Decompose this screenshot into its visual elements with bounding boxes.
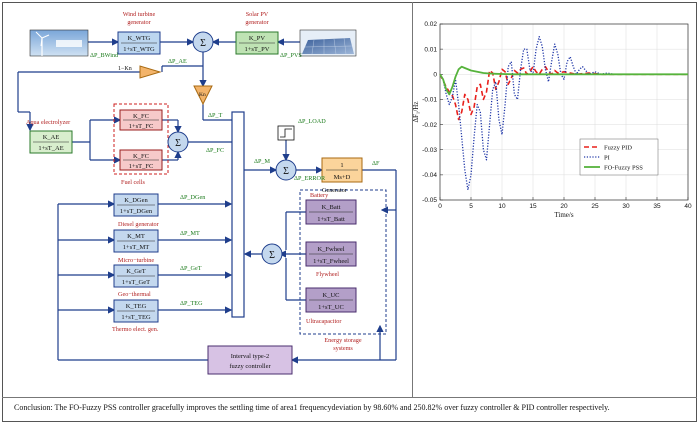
dp-pvs: ΔP_PVS bbox=[280, 52, 302, 59]
ae-block-den: 1+sT_AE bbox=[38, 145, 63, 152]
ess-group bbox=[299, 189, 387, 335]
controller-line2: fuzzy controller bbox=[229, 363, 271, 370]
deg-num: K_DGen bbox=[124, 197, 148, 204]
fuel-cells-group bbox=[113, 103, 169, 175]
fuzzy-controller-block: Interval type-2 fuzzy controller bbox=[207, 345, 293, 375]
panel-divider bbox=[412, 2, 413, 397]
dp-fc: ΔP_FC bbox=[206, 147, 224, 154]
fuel-cell-block-2: K_FC 1+sT_FC bbox=[119, 149, 163, 171]
diesel-label: Diesel generator bbox=[118, 221, 159, 228]
diesel-generator-block: K_DGen 1+sT_DGen bbox=[113, 193, 159, 217]
dp-error: ΔP_ERROR bbox=[294, 175, 326, 182]
mt-den: 1+sT_MT bbox=[123, 244, 149, 251]
dp-t: ΔP_T bbox=[208, 112, 223, 119]
dp-load: ΔP_LOAD bbox=[298, 118, 326, 125]
block-diagram: K_WTG 1+sT_WTG K_PV 1+sT_PV K_AE 1+sT_AE… bbox=[17, 11, 397, 375]
conclusion-text: Conclusion: The FO-Fuzzy PSS controller … bbox=[14, 403, 610, 412]
fc1-num: K_FC bbox=[133, 113, 149, 120]
micro-turbine-label: Micro−turbine bbox=[118, 257, 154, 264]
svg-text:Σ: Σ bbox=[200, 38, 206, 49]
wind-turbine-block: K_WTG 1+sT_WTG bbox=[117, 31, 161, 55]
fc2-num: K_FC bbox=[133, 153, 149, 160]
uc-den: 1+sT_UC bbox=[318, 304, 344, 311]
dp-get: ΔP_GeT bbox=[180, 265, 202, 272]
micro-turbine-block: K_MT 1+sT_MT bbox=[113, 229, 159, 253]
teg-den: 1+sT_TEG bbox=[121, 314, 151, 321]
wind-turbine-image bbox=[29, 29, 89, 57]
one-minus-kn-gain bbox=[139, 65, 162, 79]
solar-block-num: K_PV bbox=[249, 35, 266, 42]
generator-block: 1 Ms+D bbox=[321, 157, 363, 183]
sum-junction-error: Σ bbox=[275, 159, 297, 181]
solar-block-den: 1+sT_PV bbox=[245, 46, 270, 53]
wind-block-num: K_WTG bbox=[128, 35, 151, 42]
deg-den: 1+sT_DGen bbox=[120, 208, 153, 215]
solar-label-1: Solar PV bbox=[246, 11, 269, 18]
thermo-label: Thermo elect. gen. bbox=[112, 326, 159, 333]
solar-pv-image bbox=[299, 29, 357, 57]
uc-num: K_UC bbox=[323, 292, 340, 299]
dp-dgen: ΔP_DGen bbox=[180, 194, 205, 201]
fc2-den: 1+sT_FC bbox=[129, 163, 154, 170]
ae-block-num: K_AE bbox=[43, 134, 60, 141]
flywheel-label: Flywheel bbox=[316, 271, 339, 278]
generator-label: Generator bbox=[322, 187, 347, 194]
sum-junction-fuel-cells: Σ bbox=[167, 131, 189, 153]
solar-label-2: generator bbox=[245, 19, 268, 26]
ultracapacitor-label: Ultracapacitor bbox=[306, 318, 341, 325]
kn-gain bbox=[193, 85, 213, 106]
mt-num: K_MT bbox=[127, 233, 145, 240]
load-step-icon bbox=[277, 125, 295, 141]
one-minus-kn-text: 1−Kn bbox=[118, 66, 132, 72]
controller-line1: Interval type-2 bbox=[231, 353, 269, 360]
dp-bwind: ΔP_BWind bbox=[90, 52, 119, 59]
geo-thermal-block: K_GeT 1+sT_GeT bbox=[113, 264, 159, 288]
delta-f: ΔF bbox=[372, 160, 380, 167]
sum-junction-ess: Σ bbox=[261, 243, 283, 265]
fuel-cells-label: Fuel cells bbox=[121, 179, 145, 186]
battery-block: K_Batt 1+sT_Batt bbox=[305, 199, 357, 225]
wind-block-den: 1+sT_WTG bbox=[123, 46, 155, 53]
fly-num: K_Fwheel bbox=[317, 246, 344, 253]
conclusion-divider bbox=[2, 397, 697, 398]
batt-num: K_Batt bbox=[322, 204, 341, 211]
geo-num: K_GeT bbox=[126, 268, 146, 275]
ess-label-2: systems bbox=[333, 345, 353, 352]
geo-den: 1+sT_GeT bbox=[122, 279, 150, 286]
teg-num: K_TEG bbox=[126, 303, 147, 310]
dp-mt: ΔP_MT bbox=[180, 230, 200, 237]
wind-label-2: generator bbox=[127, 19, 150, 26]
fc1-den: 1+sT_FC bbox=[129, 123, 154, 130]
flywheel-block: K_Fwheel 1+sT_Fwheel bbox=[305, 241, 357, 267]
svg-text:Σ: Σ bbox=[269, 250, 275, 261]
thermo-electric-block: K_TEG 1+sT_TEG bbox=[113, 299, 159, 323]
wind-label-1: Wind turbine bbox=[123, 11, 156, 18]
ess-label-1: Energy storage bbox=[324, 337, 361, 344]
geo-thermal-label: Geo−thermal bbox=[118, 291, 151, 298]
batt-den: 1+sT_Batt bbox=[317, 216, 345, 223]
aqua-electrolyzer-block: K_AE 1+sT_AE bbox=[29, 130, 73, 154]
battery-label: Battery bbox=[310, 192, 329, 199]
svg-text:Σ: Σ bbox=[175, 138, 181, 149]
gen-den: Ms+D bbox=[334, 174, 351, 181]
fly-den: 1+sT_Fwheel bbox=[313, 258, 349, 265]
gen-num: 1 bbox=[340, 162, 343, 169]
ultracapacitor-block: K_UC 1+sT_UC bbox=[305, 287, 357, 313]
dp-teg: ΔP_TEG bbox=[180, 300, 203, 307]
fuel-cell-block-1: K_FC 1+sT_FC bbox=[119, 109, 163, 131]
kn-text: Kn bbox=[199, 92, 206, 98]
aqua-label: Aqua electrolyzer bbox=[26, 119, 70, 126]
sum-junction-renewables: Σ bbox=[192, 31, 214, 53]
svg-text:Σ: Σ bbox=[283, 166, 289, 177]
dp-m: ΔP_M bbox=[254, 158, 271, 165]
dp-ae: ΔP_AE bbox=[168, 58, 187, 65]
solar-pv-block: K_PV 1+sT_PV bbox=[235, 31, 279, 55]
